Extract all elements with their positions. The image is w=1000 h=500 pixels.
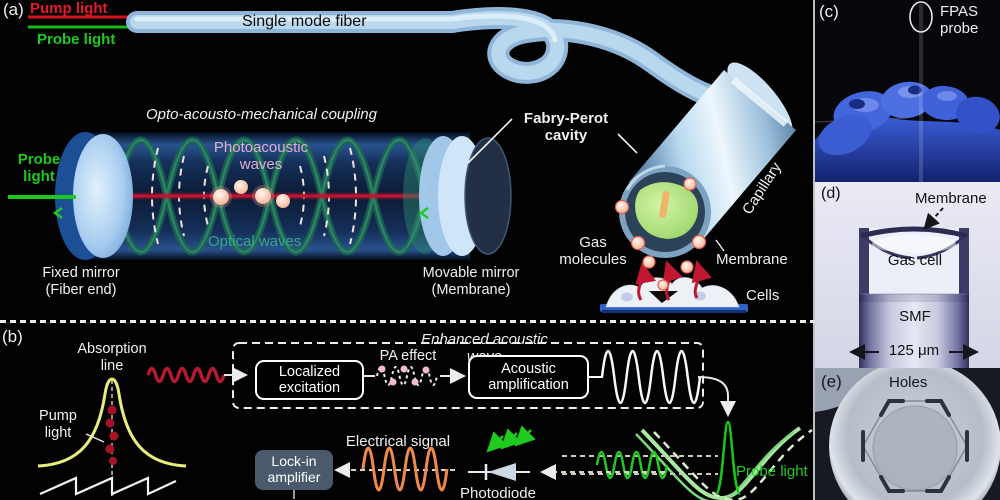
movable-mirror-label: Movable mirror (Membrane) (422, 265, 520, 298)
lock-in-amplifier-label: Lock-in amplifier (267, 453, 321, 485)
lock-in-amplifier-box: Lock-in amplifier (255, 450, 333, 490)
pa-effect-label: PA effect (379, 348, 437, 364)
localized-excitation-label: Localized excitation (278, 363, 341, 396)
probe-tip-circle (909, 1, 933, 33)
coupling-title: Opto-acousto-mechanical coupling (146, 106, 377, 123)
fpas-probe-label: FPAS probe (940, 3, 979, 38)
pointer-line-left (467, 118, 513, 164)
cells-label: Cells (746, 287, 780, 304)
electrical-signal-wave (361, 446, 449, 492)
enhanced-wave-dashed-box (232, 342, 704, 409)
photodiode-symbol (468, 463, 530, 481)
membrane-label: Membrane (716, 251, 788, 268)
localized-excitation-box: Localized excitation (255, 360, 364, 400)
panel-d-drawing (849, 207, 979, 368)
fringe-curves (562, 420, 813, 500)
membrane-pointer-dashed (923, 207, 944, 230)
gas-cell-label: Gas cell (887, 252, 943, 269)
acoustic-amplification-box: Acoustic amplification (468, 355, 589, 399)
single-mode-fiber-shape (126, 7, 763, 112)
cells-illustration (600, 277, 748, 313)
pointer-line-right (617, 133, 638, 154)
light-onto-photodiode-arrows (486, 425, 536, 453)
panel-d-label: (d) (821, 185, 841, 202)
column-divider (813, 0, 815, 500)
fixed-mirror-shape (73, 134, 133, 258)
optical-waves-label: Optical waves (208, 233, 302, 250)
probe-light-cavity-label: Probe light (17, 151, 61, 186)
smf-label: SMF (899, 308, 931, 325)
panel-a-schematic: (a) Pump light Probe light Single mode f… (3, 0, 796, 313)
membrane-pointer (715, 239, 725, 252)
absorption-line-label: Absorption line (77, 341, 147, 374)
scale-bar-label: 125 μm (888, 342, 940, 359)
acoustic-amplification-label: Acoustic amplification (488, 360, 569, 393)
fabry-perot-cavity-drawing (8, 132, 512, 260)
pump-light-b-label: Pump light (39, 408, 77, 441)
probe-light-label: Probe light (37, 31, 116, 48)
panel-divider-dashed (0, 320, 818, 323)
panel-e-label: (e) (821, 372, 842, 391)
panel-c-photo: (c) FPAS probe (815, 0, 1000, 182)
panel-c-label: (c) (819, 2, 839, 21)
membrane-top-arc (860, 226, 968, 239)
panel-a-label: (a) (3, 0, 24, 19)
panel-b-drawing (37, 342, 813, 500)
probe-signal-wave (595, 450, 669, 480)
gas-molecules-label: Gas molecules (559, 234, 627, 269)
fixed-mirror-label: Fixed mirror (Fiber end) (42, 265, 120, 298)
sawtooth-scan-wave (39, 476, 177, 496)
probe-light-b-label: Probe light (736, 463, 808, 480)
electrical-signal-label: Electrical signal (345, 433, 451, 450)
fiber-gas-cell-micrograph (859, 226, 969, 368)
gloved-hand (815, 81, 1000, 182)
absorption-line-plot (37, 377, 187, 496)
panel-b-label: (b) (2, 327, 23, 346)
pump-light-label: Pump light (30, 0, 108, 17)
panel-e-drawing (815, 368, 1000, 500)
panel-c-drawing (815, 1, 1000, 182)
photoacoustic-source-dots (210, 180, 290, 208)
photodiode-label: Photodiode (460, 485, 536, 500)
single-mode-fiber-label: Single mode fiber (242, 13, 367, 30)
panel-e-sem: (e) Holes (815, 368, 1000, 500)
pump-wave (146, 366, 226, 384)
pump-modulation-dots (105, 405, 119, 465)
capillary-tube (619, 62, 796, 258)
down-arrow (697, 376, 736, 417)
fabry-perot-cavity-label: Fabry-Perot cavity (523, 110, 609, 145)
membrane-d-label: Membrane (915, 190, 987, 207)
panel-d-micrograph: (d) Membrane Gas cell SMF 125 μm (815, 182, 1000, 368)
photoacoustic-waves-label: Photoacoustic waves (213, 139, 309, 174)
panel-b-signal-chain: (b) Enhanced acoustic wave Absorption li… (0, 322, 818, 500)
amplified-acoustic-wave (600, 350, 702, 404)
holes-label: Holes (889, 374, 928, 391)
gas-molecule-dots (614, 177, 707, 291)
probe-spike (715, 420, 741, 496)
holes-slots (861, 399, 969, 493)
panel-a-drawing (8, 7, 796, 313)
